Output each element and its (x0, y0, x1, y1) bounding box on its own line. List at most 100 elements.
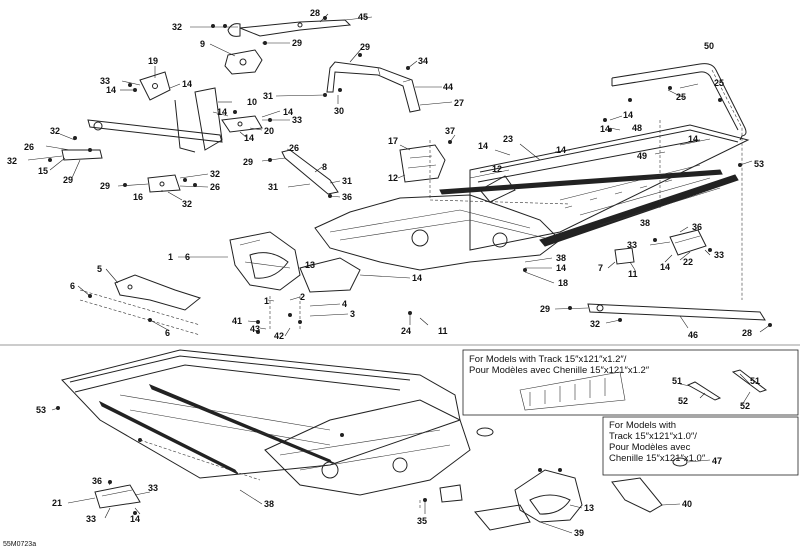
callout-32: 32 (182, 199, 192, 209)
note-track-12-line2: Pour Modèles avec Chenille 15″x121″x1.2″ (469, 365, 650, 376)
callout-10: 10 (247, 97, 257, 107)
note-track-10-line2: Track 15″x121″x1.0″/ (609, 431, 697, 442)
callout-6: 6 (165, 328, 170, 338)
callout-29: 29 (360, 42, 370, 52)
callout-14: 14 (283, 107, 293, 117)
callout-51: 51 (750, 376, 760, 386)
callout-32: 32 (172, 22, 182, 32)
callout-29: 29 (292, 38, 302, 48)
callout-13: 13 (584, 503, 594, 513)
callout-5: 5 (97, 264, 102, 274)
callout-32: 32 (210, 169, 220, 179)
callout-29: 29 (100, 181, 110, 191)
callout-29: 29 (63, 175, 73, 185)
callout-36: 36 (92, 476, 102, 486)
callout-14: 14 (130, 514, 140, 524)
callout-31: 31 (268, 182, 278, 192)
callout-45: 45 (358, 12, 368, 22)
callout-43: 43 (250, 324, 260, 334)
callout-14: 14 (688, 134, 698, 144)
washer-part (476, 427, 494, 437)
callout-1: 1 (168, 252, 173, 262)
plate-part (61, 149, 103, 161)
callout-4: 4 (342, 299, 347, 309)
callout-2: 2 (300, 292, 305, 302)
note-track-10-line3: Pour Modèles avec (609, 442, 691, 453)
chassis-frame-part (314, 124, 750, 271)
side-arm-part (114, 274, 202, 311)
callout-24: 24 (401, 326, 411, 336)
note-track-10-line1: For Models with (609, 420, 676, 431)
callout-26: 26 (289, 143, 299, 153)
callout-38: 38 (640, 218, 650, 228)
callout-47: 47 (712, 456, 722, 466)
callouts: 28 45 32 9 29 29 34 44 27 30 31 50 25 25… (7, 8, 764, 538)
fasteners (56, 406, 562, 515)
callout-33: 33 (714, 250, 724, 260)
callout-26: 26 (24, 142, 34, 152)
callout-29: 29 (540, 304, 550, 314)
callout-28: 28 (742, 328, 752, 338)
callout-12: 12 (388, 173, 398, 183)
plate-part (439, 484, 463, 503)
callout-32: 32 (50, 126, 60, 136)
callout-20: 20 (264, 126, 274, 136)
guide-line (269, 296, 301, 330)
callout-14: 14 (556, 145, 566, 155)
callout-34: 34 (418, 56, 428, 66)
callout-9: 9 (200, 39, 205, 49)
clip-part (614, 247, 635, 265)
callout-22: 22 (683, 257, 693, 267)
callout-14: 14 (478, 141, 488, 151)
callout-35: 35 (417, 516, 427, 526)
callout-26: 26 (210, 182, 220, 192)
callout-39: 39 (574, 528, 584, 538)
callout-11: 11 (628, 269, 638, 279)
callout-31: 31 (263, 91, 273, 101)
lower-assembly (56, 349, 663, 531)
callout-21: 21 (52, 498, 62, 508)
callout-33: 33 (292, 115, 302, 125)
front-suspension-part (229, 231, 361, 293)
callout-48: 48 (632, 123, 642, 133)
callout-14: 14 (244, 133, 254, 143)
callout-33: 33 (148, 483, 158, 493)
callout-32: 32 (7, 156, 17, 166)
callout-49: 49 (637, 151, 647, 161)
lower-bar-part (587, 303, 766, 321)
callout-44: 44 (443, 82, 453, 92)
support-bracket-part (221, 115, 263, 133)
handle-bar-part (326, 61, 421, 113)
callout-51: 51 (672, 376, 682, 386)
callout-18: 18 (558, 278, 568, 288)
upper-assembly (48, 16, 772, 336)
callout-6: 6 (185, 252, 190, 262)
small-bracket-part (669, 229, 707, 256)
tunnel-frame-part (61, 349, 471, 496)
note-track-10-line4: Chenille 15″x121″x1.0″ (609, 453, 706, 464)
callout-31: 31 (342, 176, 352, 186)
rod-arm-part (281, 149, 339, 195)
callout-14: 14 (600, 124, 610, 134)
callout-38: 38 (556, 253, 566, 263)
callout-3: 3 (350, 309, 355, 319)
callout-33: 33 (100, 76, 110, 86)
note-track-10: For Models with Track 15″x121″x1.0″/ Pou… (602, 416, 799, 476)
callout-27: 27 (454, 98, 464, 108)
callout-17: 17 (388, 136, 398, 146)
bracket-part (224, 49, 263, 75)
guide-line (429, 140, 571, 205)
callout-36: 36 (692, 222, 702, 232)
callout-42: 42 (274, 331, 284, 341)
callout-7: 7 (598, 263, 603, 273)
rear-brace-part (227, 19, 352, 37)
callout-14: 14 (623, 110, 633, 120)
callout-16: 16 (133, 192, 143, 202)
callout-15: 15 (38, 166, 48, 176)
callout-14: 14 (182, 79, 192, 89)
callout-30: 30 (334, 106, 344, 116)
bracket-part (94, 484, 141, 509)
callout-36: 36 (342, 192, 352, 202)
callout-23: 23 (503, 134, 513, 144)
